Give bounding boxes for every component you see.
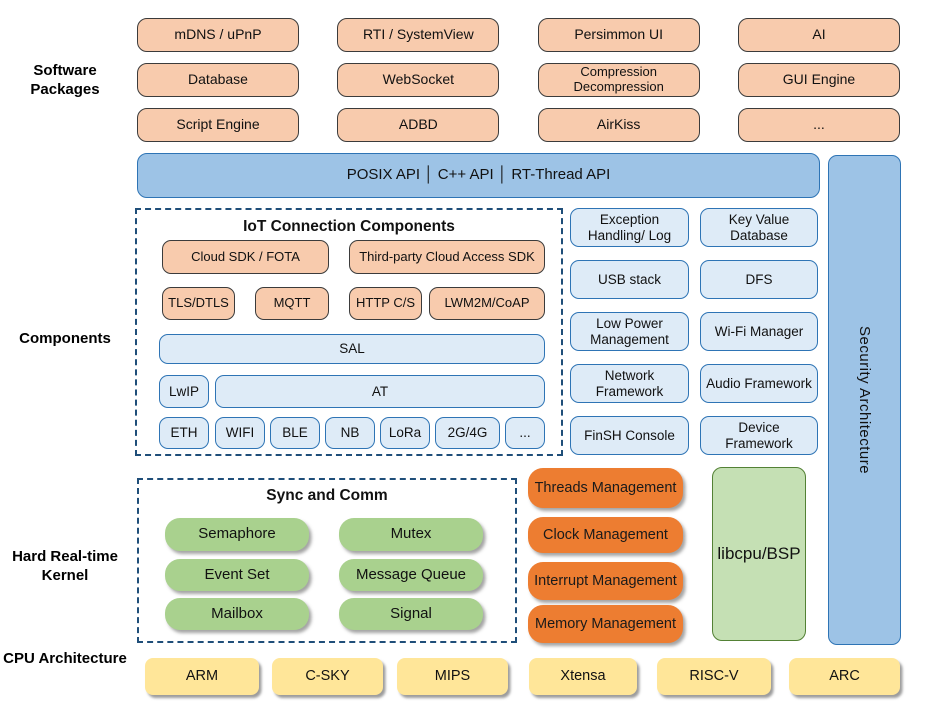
iot-connection-title: IoT Connection Components	[243, 218, 455, 235]
security-architecture-label: Security Architecture	[856, 325, 873, 475]
iot-box-lwm2m-coap: LWM2M/CoAP	[429, 287, 545, 320]
iot-link-eth: ETH	[159, 417, 209, 449]
iot-box-thirdparty-cloud: Third-party Cloud Access SDK	[349, 240, 545, 274]
services-grid: Exception Handling/ Log Key Value Databa…	[570, 208, 818, 455]
package-box-gui-engine: GUI Engine	[737, 63, 900, 97]
package-box-persimmon-ui: Persimmon UI	[537, 18, 700, 52]
cpu-box-mips: MIPS	[397, 658, 508, 695]
service-box-wifi-manager: Wi-Fi Manager	[700, 312, 818, 351]
cpu-box-arm: ARM	[145, 658, 259, 695]
service-box-network-framework: Network Framework	[570, 364, 689, 403]
service-box-audio-framework: Audio Framework	[700, 364, 818, 403]
service-box-exception-log: Exception Handling/ Log	[570, 208, 689, 247]
management-box-threads: Threads Management	[528, 468, 683, 508]
iot-box-http-cs: HTTP C/S	[349, 287, 422, 320]
management-box-interrupt: Interrupt Management	[528, 562, 683, 600]
iot-lwip-box: LwIP	[159, 375, 209, 408]
package-box-adbd: ADBD	[337, 108, 500, 142]
sync-box-mailbox: Mailbox	[165, 598, 309, 630]
package-box-compression: Compression Decompression	[537, 63, 700, 97]
sync-comm-container: Sync and Comm Semaphore Mutex Event Set …	[137, 478, 517, 643]
iot-box-tls-dtls: TLS/DTLS	[162, 287, 235, 320]
iot-sal-bar: SAL	[159, 334, 545, 364]
side-label-kernel: Hard Real-time Kernel	[12, 548, 118, 584]
side-label-software-packages: Software Packages	[30, 62, 100, 98]
side-label-components: Components	[19, 330, 111, 347]
sync-box-signal: Signal	[339, 598, 483, 630]
service-box-key-value-db: Key Value Database	[700, 208, 818, 247]
iot-box-mqtt: MQTT	[255, 287, 329, 320]
api-bar: POSIX API │ C++ API │ RT-Thread API	[137, 153, 820, 198]
management-box-memory: Memory Management	[528, 605, 683, 643]
software-packages-grid: mDNS / uPnP RTI / SystemView Persimmon U…	[137, 18, 900, 142]
iot-box-cloud-sdk-fota: Cloud SDK / FOTA	[162, 240, 329, 274]
service-box-device-framework: Device Framework	[700, 416, 818, 455]
cpu-box-arc: ARC	[789, 658, 900, 695]
cpu-box-c-sky: C-SKY	[272, 658, 383, 695]
management-box-clock: Clock Management	[528, 517, 683, 553]
iot-link-2g4g: 2G/4G	[435, 417, 500, 449]
package-box-ai: AI	[737, 18, 900, 52]
iot-connection-container: IoT Connection Components Cloud SDK / FO…	[135, 208, 563, 456]
iot-link-nb: NB	[325, 417, 375, 449]
side-label-cpu-architecture: CPU Architecture	[3, 650, 127, 667]
package-box-airkiss: AirKiss	[537, 108, 700, 142]
cpu-box-xtensa: Xtensa	[529, 658, 637, 695]
service-box-finsh-console: FinSH Console	[570, 416, 689, 455]
sync-box-mutex: Mutex	[339, 518, 483, 551]
package-box-script-engine: Script Engine	[137, 108, 299, 142]
service-box-dfs: DFS	[700, 260, 818, 299]
iot-link-wifi: WIFI	[215, 417, 265, 449]
iot-link-ble: BLE	[270, 417, 320, 449]
package-box-rti-systemview: RTI / SystemView	[337, 18, 500, 52]
sync-box-event-set: Event Set	[165, 559, 309, 591]
package-box-mdns-upnp: mDNS / uPnP	[137, 18, 299, 52]
iot-link-more: ...	[505, 417, 545, 449]
service-box-usb-stack: USB stack	[570, 260, 689, 299]
package-box-database: Database	[137, 63, 299, 97]
sync-box-semaphore: Semaphore	[165, 518, 309, 551]
package-box-websocket: WebSocket	[337, 63, 500, 97]
package-box-more: ...	[737, 108, 900, 142]
iot-at-bar: AT	[215, 375, 545, 408]
sync-comm-title: Sync and Comm	[266, 487, 388, 504]
libcpu-bsp-box: libcpu/BSP	[712, 467, 806, 641]
cpu-box-risc-v: RISC-V	[657, 658, 771, 695]
management-column: Threads Management Clock Management Inte…	[528, 468, 683, 643]
iot-link-lora: LoRa	[380, 417, 430, 449]
service-box-low-power: Low Power Management	[570, 312, 689, 351]
security-architecture-bar: Security Architecture	[828, 155, 901, 645]
sync-box-message-queue: Message Queue	[339, 559, 483, 591]
